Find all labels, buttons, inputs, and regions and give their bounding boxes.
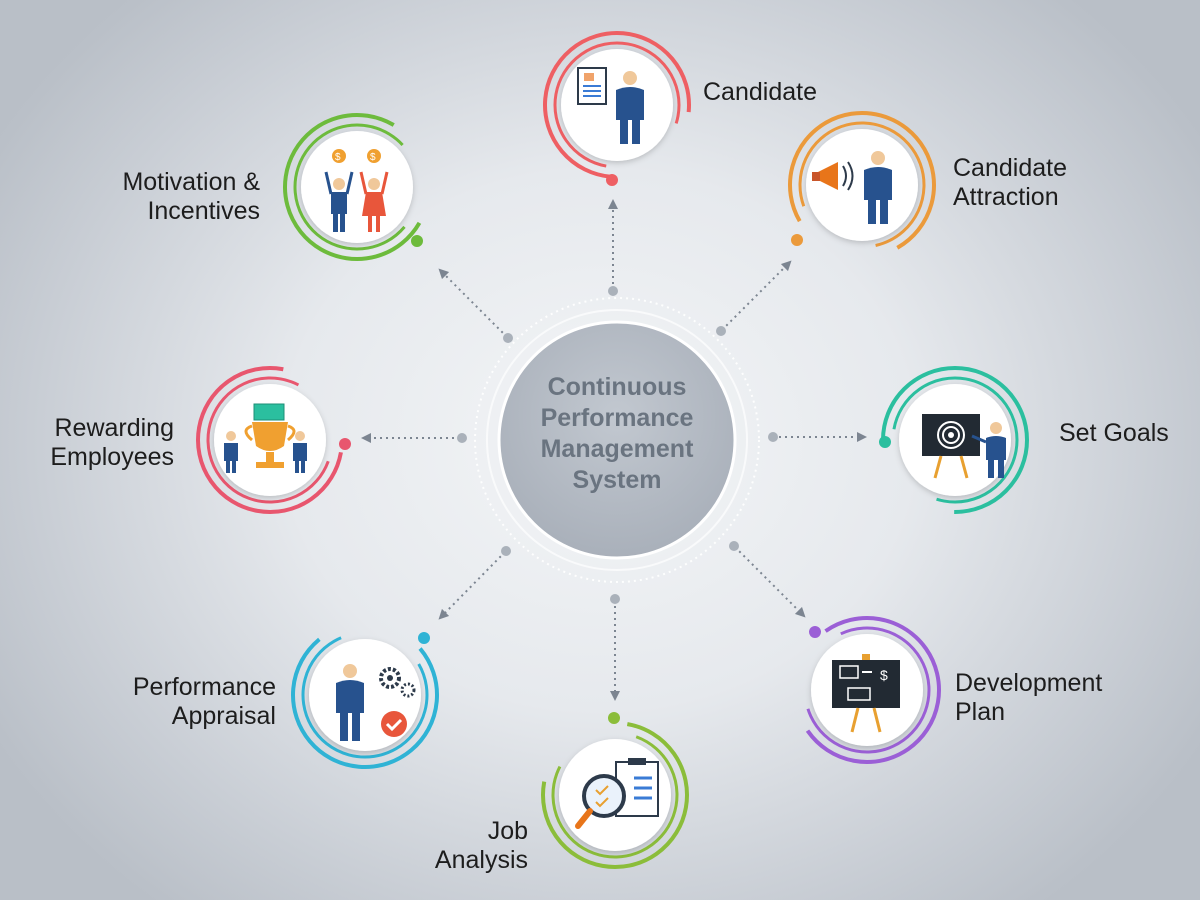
label-rewarding-employees: Rewarding Employees bbox=[50, 414, 174, 472]
center-title: Continuous Performance Management System bbox=[497, 372, 737, 496]
svg-text:$: $ bbox=[880, 667, 888, 683]
label-rewarding-employees-line2: Employees bbox=[50, 443, 174, 471]
node-candidate-attraction bbox=[788, 111, 936, 259]
label-set-goals-line1: Set Goals bbox=[1059, 419, 1169, 447]
node-performance-appraisal bbox=[291, 621, 439, 769]
svg-text:$: $ bbox=[335, 152, 341, 163]
person-gears-check-icon bbox=[336, 664, 416, 741]
plan-board-icon: $ bbox=[832, 654, 900, 733]
svg-text:$: $ bbox=[370, 152, 376, 163]
connector-dots bbox=[457, 286, 778, 604]
label-motivation-incentives-line1: Motivation & bbox=[122, 168, 260, 196]
magnifier-checklist-icon bbox=[575, 758, 659, 829]
megaphone-person-icon bbox=[812, 151, 892, 224]
label-motivation-incentives: Motivation & Incentives bbox=[122, 168, 260, 226]
node-motivation-incentives: $ $ bbox=[283, 113, 431, 261]
node-rewarding-employees bbox=[196, 366, 351, 514]
label-job-analysis: Job Analysis bbox=[435, 817, 528, 875]
label-development-plan-line2: Plan bbox=[955, 698, 1006, 726]
node-development-plan: $ bbox=[793, 616, 941, 764]
connector-candidate-attraction bbox=[721, 260, 792, 331]
label-performance-appraisal: Performance Appraisal bbox=[133, 673, 276, 731]
label-candidate: Candidate bbox=[703, 78, 817, 107]
center-hub bbox=[474, 297, 760, 583]
label-candidate-line1: Candidate bbox=[703, 78, 817, 106]
resume-person-icon bbox=[577, 67, 644, 144]
label-set-goals: Set Goals bbox=[1059, 419, 1169, 448]
trophy-people-icon bbox=[224, 403, 307, 473]
center-title-line1: Continuous bbox=[547, 373, 687, 401]
label-job-analysis-line2: Analysis bbox=[434, 846, 528, 874]
label-development-plan-line1: Development bbox=[955, 669, 1103, 697]
node-job-analysis bbox=[541, 712, 689, 869]
connector-performance-appraisal bbox=[438, 551, 506, 620]
label-job-analysis-line1: Job bbox=[487, 817, 528, 845]
node-set-goals bbox=[879, 366, 1029, 514]
center-title-line3: Management bbox=[540, 435, 694, 463]
connector-motivation-incentives bbox=[438, 268, 508, 338]
label-candidate-attraction: Candidate Attraction bbox=[953, 154, 1067, 212]
label-motivation-incentives-line2: Incentives bbox=[147, 197, 260, 225]
people-coins-icon: $ $ bbox=[324, 149, 389, 232]
label-candidate-attraction-line2: Attraction bbox=[953, 183, 1059, 211]
center-title-line4: System bbox=[572, 466, 662, 494]
node-candidate bbox=[543, 31, 691, 186]
label-performance-appraisal-line1: Performance bbox=[132, 673, 276, 701]
label-rewarding-employees-line1: Rewarding bbox=[54, 414, 174, 442]
connectors bbox=[361, 199, 867, 701]
center-title-line2: Performance bbox=[540, 404, 694, 432]
label-candidate-attraction-line1: Candidate bbox=[953, 154, 1067, 182]
label-development-plan: Development Plan bbox=[955, 669, 1102, 727]
connector-development-plan bbox=[734, 546, 806, 618]
label-performance-appraisal-line2: Appraisal bbox=[171, 702, 276, 730]
target-board-person-icon bbox=[922, 414, 1006, 479]
